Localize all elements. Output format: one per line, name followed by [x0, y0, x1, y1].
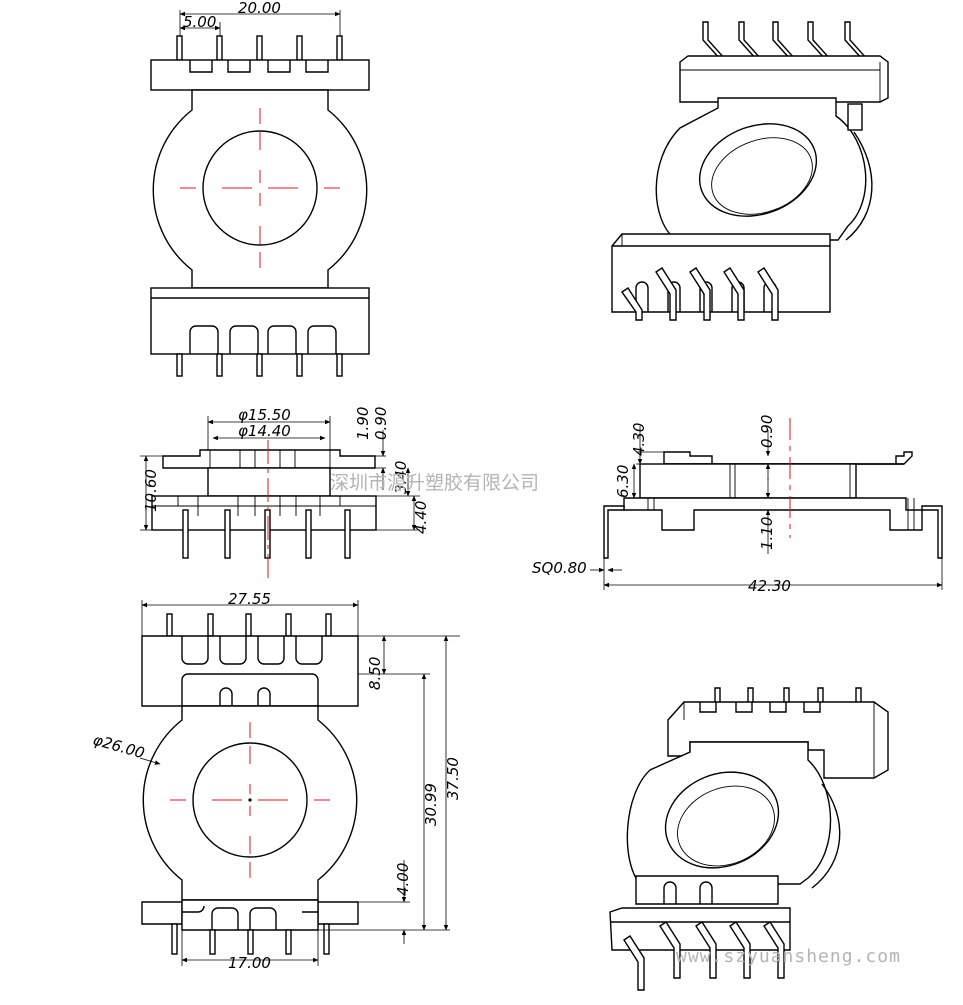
dim-4-30: 4.30 [630, 423, 648, 456]
dim-42-30: 42.30 [748, 577, 791, 595]
dim-1-90: 1.90 [354, 407, 372, 440]
dim-phi-26-00: φ26.00 [91, 731, 147, 763]
dim-0-90-end: 0.90 [758, 415, 776, 448]
isometric-view-bottom [609, 687, 889, 991]
dim-4-40: 4.40 [412, 501, 430, 534]
watermark-company: 深圳市源升塑胶有限公司 [330, 472, 539, 494]
isometric-view-top [611, 21, 889, 321]
dim-30-99: 30.99 [422, 783, 440, 826]
dim-3-40: 3.40 [392, 461, 410, 494]
dim-10-60: 10.60 [142, 469, 160, 512]
dim-phi-15-50: φ15.50 [238, 406, 291, 424]
dim-8-50: 8.50 [366, 657, 384, 690]
dim-17-00: 17.00 [228, 954, 271, 972]
side-view: φ15.50 φ14.40 1.90 0.90 10.60 3.40 4.40 [140, 406, 430, 578]
dim-4-00: 4.00 [394, 863, 412, 896]
dim-5-00: 5.00 [183, 13, 216, 31]
dim-37-50: 37.50 [444, 757, 462, 800]
top-view: 20.00 5.00 [150, 0, 370, 377]
dim-20-00: 20.00 [238, 0, 281, 17]
dim-phi-14-40: φ14.40 [238, 422, 291, 440]
watermark-url: www.szyuansheng.com [676, 946, 901, 967]
bottom-view: 27.55 8.50 φ26.00 30.99 37.50 4.00 17.00 [91, 590, 462, 972]
dim-27-55: 27.55 [228, 590, 271, 608]
dim-sq0-80: SQ0.80 [532, 559, 587, 577]
dim-6-30: 6.30 [614, 465, 632, 498]
dim-1-10: 1.10 [758, 517, 776, 550]
end-view: 4.30 0.90 6.30 1.10 SQ0.80 42.30 [532, 415, 943, 595]
dim-0-90: 0.90 [372, 407, 390, 440]
